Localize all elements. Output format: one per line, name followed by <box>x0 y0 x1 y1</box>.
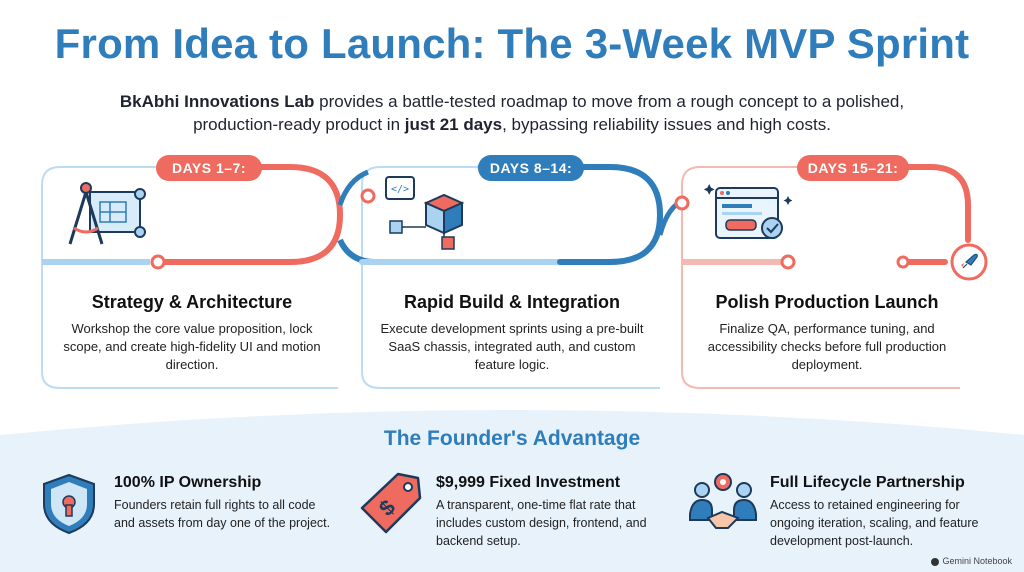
phase-1-desc: Workshop the core value proposition, loc… <box>63 321 321 372</box>
feature-1-desc: Founders retain full rights to all code … <box>114 498 331 530</box>
brand-name: BkAbhi Innovations Lab <box>119 92 315 111</box>
feature-1-title: 100% IP Ownership <box>114 474 262 491</box>
advantage-title: The Founder's Advantage <box>383 427 641 450</box>
phase-3-desc: Finalize QA, performance tuning, and acc… <box>707 321 947 372</box>
subtitle-text-1: provides a battle-tested roadmap to move… <box>193 92 905 134</box>
handshake-icon <box>689 473 757 529</box>
phase-1-badge: DAYS 1–7: <box>156 155 262 181</box>
page-subtitle: BkAbhi Innovations Lab provides a battle… <box>90 90 934 136</box>
svg-text:</>: </> <box>391 184 409 195</box>
rocket-icon <box>950 243 988 281</box>
footer-label: Gemini Notebook <box>942 556 1012 566</box>
shield-lock-icon <box>43 473 95 535</box>
feature-2-desc: A transparent, one-time flat rate that i… <box>436 498 647 548</box>
phase-2-badge: DAYS 8–14: <box>478 155 584 181</box>
phase-2-desc: Execute development sprints using a pre-… <box>380 321 644 372</box>
price-tag-icon: $ <box>360 472 422 534</box>
compass-blueprint-icon <box>68 182 146 245</box>
phase-3-badge: DAYS 15–21: <box>797 155 909 181</box>
code-cube-icon: </> <box>385 176 465 250</box>
feature-3-title: Full Lifecycle Partnership <box>770 474 965 491</box>
subtitle-highlight: just 21 days <box>404 115 503 134</box>
advantage-background <box>0 410 1024 572</box>
page-title: From Idea to Launch: The 3-Week MVP Spri… <box>54 20 970 67</box>
footer-credit: Gemini Notebook <box>931 556 1012 566</box>
phase-2-title: Rapid Build & Integration <box>404 292 620 312</box>
notebook-logo-icon <box>931 557 940 566</box>
phase-1-title: Strategy & Architecture <box>91 292 293 312</box>
phase-3-title: Polish Production Launch <box>715 292 939 312</box>
browser-check-icon <box>703 184 792 239</box>
feature-2-title: $9,999 Fixed Investment <box>436 474 621 491</box>
timeline-track <box>41 164 971 389</box>
feature-3-desc: Access to retained engineering for ongoi… <box>770 498 979 548</box>
subtitle-text-2: , bypassing reliability issues and high … <box>502 115 831 134</box>
